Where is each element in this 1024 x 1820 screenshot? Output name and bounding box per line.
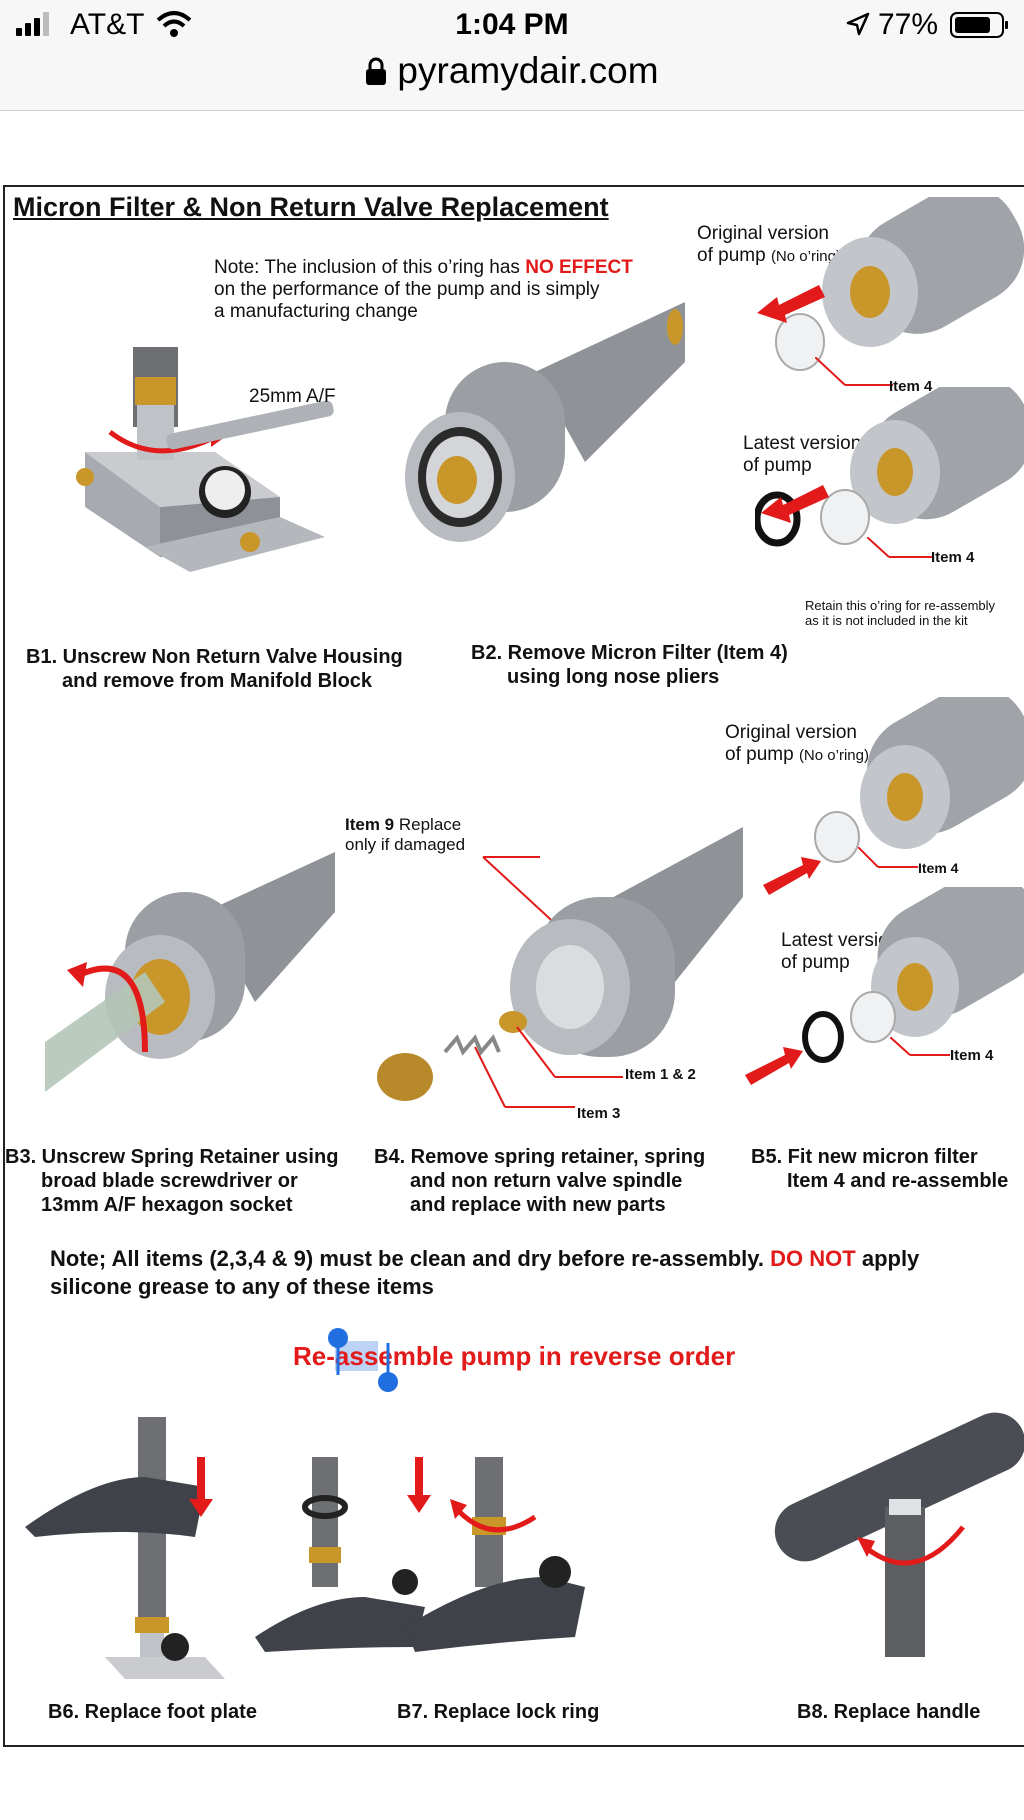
url-text: pyramydair.com <box>397 50 659 91</box>
latest-version-label-1: Latest version of pump <box>743 433 862 476</box>
latest-pump-illustration-1 <box>755 387 1024 547</box>
latest-pump-illustration-2 <box>802 887 1024 1063</box>
sheet-title: Micron Filter & Non Return Valve Replace… <box>13 192 609 222</box>
step-b2-caption: B2. Remove Micron Filter (Item 4) using … <box>471 642 788 688</box>
retain-oring-note: Retain this o’ring for re-assembly as it… <box>805 598 996 628</box>
original-version-label-1: Original version of pump (No o’ring) <box>697 223 841 266</box>
red-arrow-left-2 <box>761 485 829 523</box>
red-arrow-right-2 <box>745 1047 803 1085</box>
original-version-label-2: Original version of pump (No o’ring) <box>725 722 869 765</box>
wrench-size-label: 25mm A/F <box>249 386 336 407</box>
b8-illustration <box>774 1412 1024 1657</box>
location-arrow-icon <box>846 12 870 36</box>
battery-icon <box>950 12 1008 38</box>
item12-label: Item 1 & 2 <box>625 1066 696 1083</box>
latest-version-label-2: Latest version of pump <box>781 930 900 973</box>
step-b1-caption: B1. Unscrew Non Return Valve Housing and… <box>26 646 403 692</box>
cleanliness-note: Note; All items (2,3,4 & 9) must be clea… <box>50 1246 920 1299</box>
oring-note: Note: The inclusion of this o’ring has N… <box>214 257 633 322</box>
wifi-icon <box>156 11 192 37</box>
item3-label: Item 3 <box>577 1105 621 1122</box>
selection-end-handle[interactable] <box>378 1372 398 1392</box>
red-arrow-right-1 <box>763 857 821 895</box>
item4-label-4: Item 4 <box>950 1047 994 1064</box>
carrier-label: AT&T <box>70 8 145 41</box>
step-b4-caption: B4. Remove spring retainer, spring and n… <box>374 1146 706 1216</box>
item4-leader-1 <box>815 357 893 386</box>
original-pump-illustration-1 <box>775 197 1024 371</box>
selection-handles[interactable] <box>325 1327 405 1397</box>
original-pump-illustration-2 <box>814 697 1024 863</box>
item4-label-3: Item 4 <box>918 860 959 876</box>
red-arrow-left-1 <box>757 285 825 323</box>
b3-illustration <box>45 852 335 1092</box>
lock-icon <box>366 57 387 85</box>
step-b6-caption: B6. Replace foot plate <box>48 1701 257 1723</box>
b6-illustration <box>25 1417 225 1679</box>
item4-leader-3 <box>858 847 918 868</box>
item4-leader-2 <box>867 537 933 558</box>
item4-label-2: Item 4 <box>931 549 975 566</box>
status-bar: AT&T 1:04 PM 77% pyramydair.com <box>0 0 1024 111</box>
step-b7-caption: B7. Replace lock ring <box>397 1701 600 1723</box>
battery-percent: 77% <box>878 8 939 41</box>
step-b5-caption: B5. Fit new micron filter Item 4 and re-… <box>751 1146 1009 1192</box>
b2-illustration <box>405 302 685 542</box>
address-bar[interactable]: pyramydair.com <box>0 50 1024 92</box>
instruction-sheet: Micron Filter & Non Return Valve Replace… <box>3 185 1024 1747</box>
step-b3-caption: B3. Unscrew Spring Retainer using broad … <box>5 1146 339 1216</box>
item9-label: Item 9 Replace only if damaged <box>345 815 466 854</box>
item4-label-1: Item 4 <box>889 378 933 395</box>
b7-illustration <box>255 1457 585 1652</box>
b4-illustration <box>377 827 743 1108</box>
reassemble-heading[interactable]: Re-assemble pump in reverse order <box>293 1341 736 1371</box>
clock: 1:04 PM <box>455 8 569 41</box>
b1-illustration <box>76 347 334 572</box>
signal-bars-icon <box>16 12 49 36</box>
item4-leader-4 <box>890 1037 950 1056</box>
step-b8-caption: B8. Replace handle <box>797 1701 981 1723</box>
selection-start-handle[interactable] <box>328 1328 348 1348</box>
